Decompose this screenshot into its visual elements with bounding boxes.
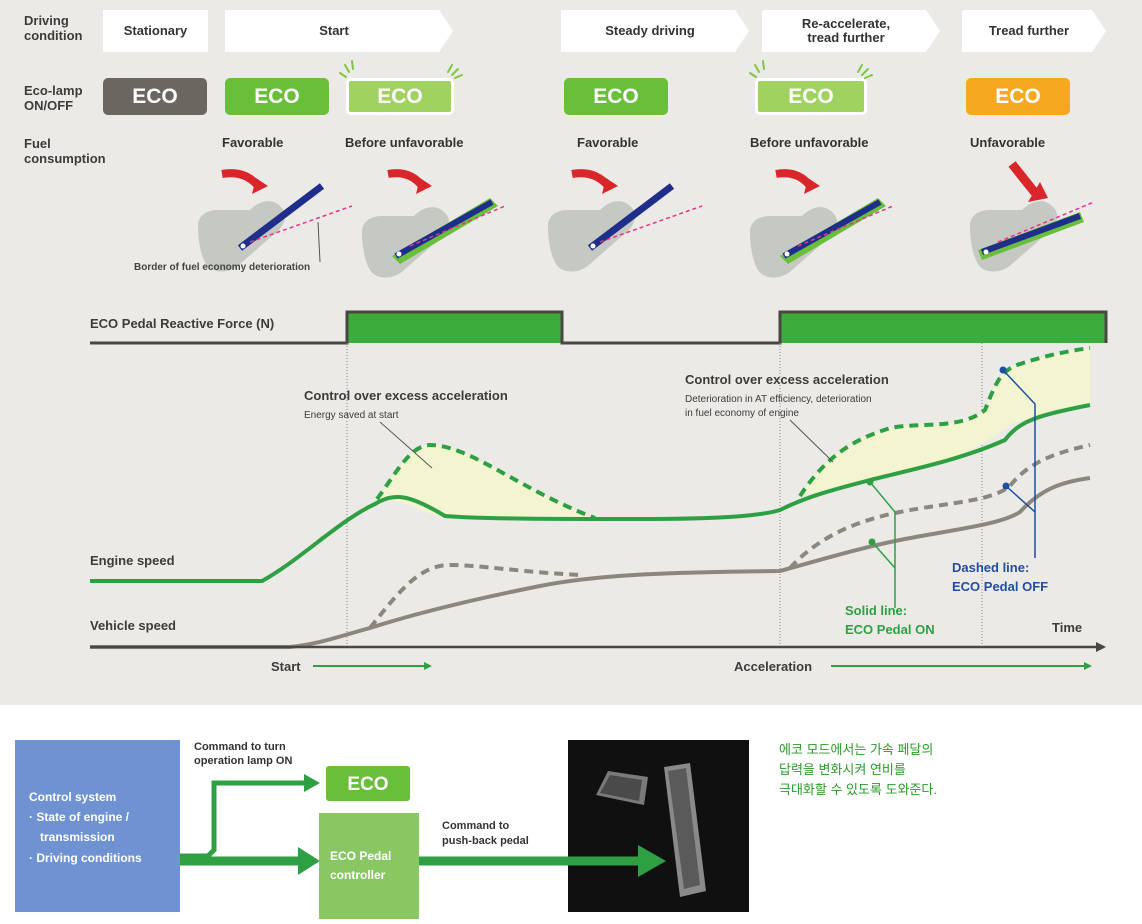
reactive-force-block	[347, 312, 562, 343]
border-deterioration-label: Border of fuel economy deterioration	[134, 262, 311, 273]
control-system-box	[15, 740, 180, 912]
cmd-pedal-label-2: push-back pedal	[442, 835, 529, 847]
pushback-arrowhead	[638, 845, 666, 877]
driving-condition-label: Driving condition	[24, 13, 83, 43]
blink-rays-icon	[339, 60, 873, 79]
control-2-title: Control over excess acceleration	[685, 372, 889, 387]
control-2-sub-2: in fuel economy of engine	[685, 408, 799, 419]
stage-reaccelerate-line1: Re-accelerate,	[801, 16, 891, 31]
stage-steady-driving: Steady driving	[561, 10, 749, 52]
stage-reaccelerate-line2: tread further	[807, 30, 885, 45]
cmd-pedal-label-1: Command to	[442, 820, 510, 832]
dashed-line-leader	[1005, 485, 1036, 513]
time-axis-arrowhead	[1096, 642, 1106, 652]
stage-start: Start	[225, 10, 453, 52]
cmd-lamp-label-2: operation lamp ON	[194, 755, 292, 767]
vehicle-speed-label: Vehicle speed	[90, 618, 176, 633]
time-label: Time	[1052, 620, 1082, 635]
pedal-before-unfavorable-icon	[750, 169, 894, 278]
pedal-photo	[568, 740, 749, 912]
pedal-illustrations	[198, 161, 1095, 278]
solid-line-label-1: Solid line:	[845, 603, 907, 618]
dashed-line-label-2: ECO Pedal OFF	[952, 579, 1048, 594]
eco-lamp-unfavorable: ECO	[966, 78, 1070, 115]
pedal-unfavorable-icon	[970, 161, 1095, 272]
vehicle-speed-off-line	[788, 443, 1091, 570]
accel-arrowhead	[1084, 662, 1092, 670]
speed-graph: ECO Pedal Reactive Force (N) Control ove…	[90, 310, 1108, 674]
reactive-force-label: ECO Pedal Reactive Force (N)	[90, 316, 274, 331]
korean-line: 답력을 변화시켜 연비를	[779, 762, 906, 777]
solid-line-label-2: ECO Pedal ON	[845, 622, 935, 637]
accelerator-pedal-pad	[668, 768, 700, 889]
fuel-before-unfavorable-label: Before unfavorable	[345, 135, 464, 150]
start-arrow-label: Start	[271, 659, 301, 674]
lower-panel: Control system · State of engine / trans…	[0, 705, 1142, 924]
eco-lamp-off: ECO	[103, 78, 207, 115]
lamp-command-arrow	[180, 780, 305, 859]
fuel-consumption-label: Fuel consumption	[24, 136, 106, 166]
control-system-bullet: transmission	[40, 830, 115, 844]
korean-line: 에코 모드에서는 가속 페달의	[779, 742, 934, 757]
cmd-lamp-label-1: Command to turn	[194, 741, 286, 753]
control-system-bullet: · Driving conditions	[29, 851, 142, 865]
dashed-line-label-1: Dashed line:	[952, 560, 1029, 575]
vehicle-speed-off-line	[368, 562, 581, 630]
stage-tread-further: Tread further	[962, 10, 1106, 52]
eco-lamp-diagram-label: ECO	[347, 774, 388, 795]
control-system-bullet: · State of engine /	[29, 810, 130, 824]
solid-line-leader	[869, 481, 896, 608]
control-diagram: Control system · State of engine / trans…	[15, 740, 749, 919]
control-1-leader	[379, 421, 433, 469]
saved-energy-area	[377, 445, 595, 519]
pedal-before-unfavorable-icon	[362, 169, 506, 278]
pedal-favorable-icon	[198, 169, 353, 272]
reactive-force-line	[90, 310, 1108, 345]
engine-speed-on-line	[90, 403, 1091, 583]
start-arrowhead	[424, 662, 432, 670]
upper-panel: Driving condition Eco-lamp ON/OFF Fuel c…	[0, 0, 1142, 705]
control-1-sub: Energy saved at start	[304, 410, 399, 421]
stage-reaccelerate: Re-accelerate, tread further	[762, 10, 940, 52]
engine-speed-off-line	[798, 346, 1091, 498]
eco-lamp-blinking: ECO	[346, 78, 454, 115]
fuel-favorable-label: Favorable	[577, 135, 639, 150]
accel-arrow-label: Acceleration	[734, 659, 812, 674]
reactive-force-block	[780, 312, 1106, 343]
control-system-title: Control system	[29, 790, 116, 804]
fuel-favorable-label: Favorable	[222, 135, 284, 150]
control-1-title: Control over excess acceleration	[304, 388, 508, 403]
pedal-favorable-icon	[548, 169, 703, 272]
controller-label-2: controller	[330, 868, 386, 882]
eco-lamp-on: ECO	[564, 78, 668, 115]
control-2-leader	[789, 419, 834, 463]
engine-speed-label: Engine speed	[90, 553, 175, 568]
fuel-before-unfavorable-label: Before unfavorable	[750, 135, 869, 150]
control-2-sub-1: Deterioration in AT efficiency, deterior…	[685, 394, 872, 405]
dashed-line-leader	[1002, 369, 1036, 558]
fuel-unfavorable-label: Unfavorable	[970, 135, 1046, 150]
controller-arrowhead	[298, 847, 320, 875]
solid-line-leader	[871, 541, 896, 569]
controller-label-1: ECO Pedal	[330, 849, 391, 863]
lamp-command-arrowhead	[304, 774, 320, 792]
brake-pedal-pad	[600, 775, 642, 801]
eco-lamp-blinking: ECO	[755, 78, 867, 115]
eco-lamp-on: ECO	[225, 78, 329, 115]
korean-line: 극대화할 수 있도록 도와준다.	[779, 782, 937, 797]
eco-lamp-diagram	[326, 766, 410, 801]
vehicle-speed-on-line	[90, 476, 1091, 649]
eco-lamp-label: Eco-lamp ON/OFF	[24, 83, 83, 113]
eco-pedal-controller-box	[319, 813, 419, 919]
engine-speed-off-line	[375, 442, 596, 520]
korean-description: 에코 모드에서는 가속 페달의 답력을 변화시켜 연비를 극대화할 수 있도록 …	[779, 740, 937, 800]
stage-stationary: Stationary	[103, 10, 208, 52]
